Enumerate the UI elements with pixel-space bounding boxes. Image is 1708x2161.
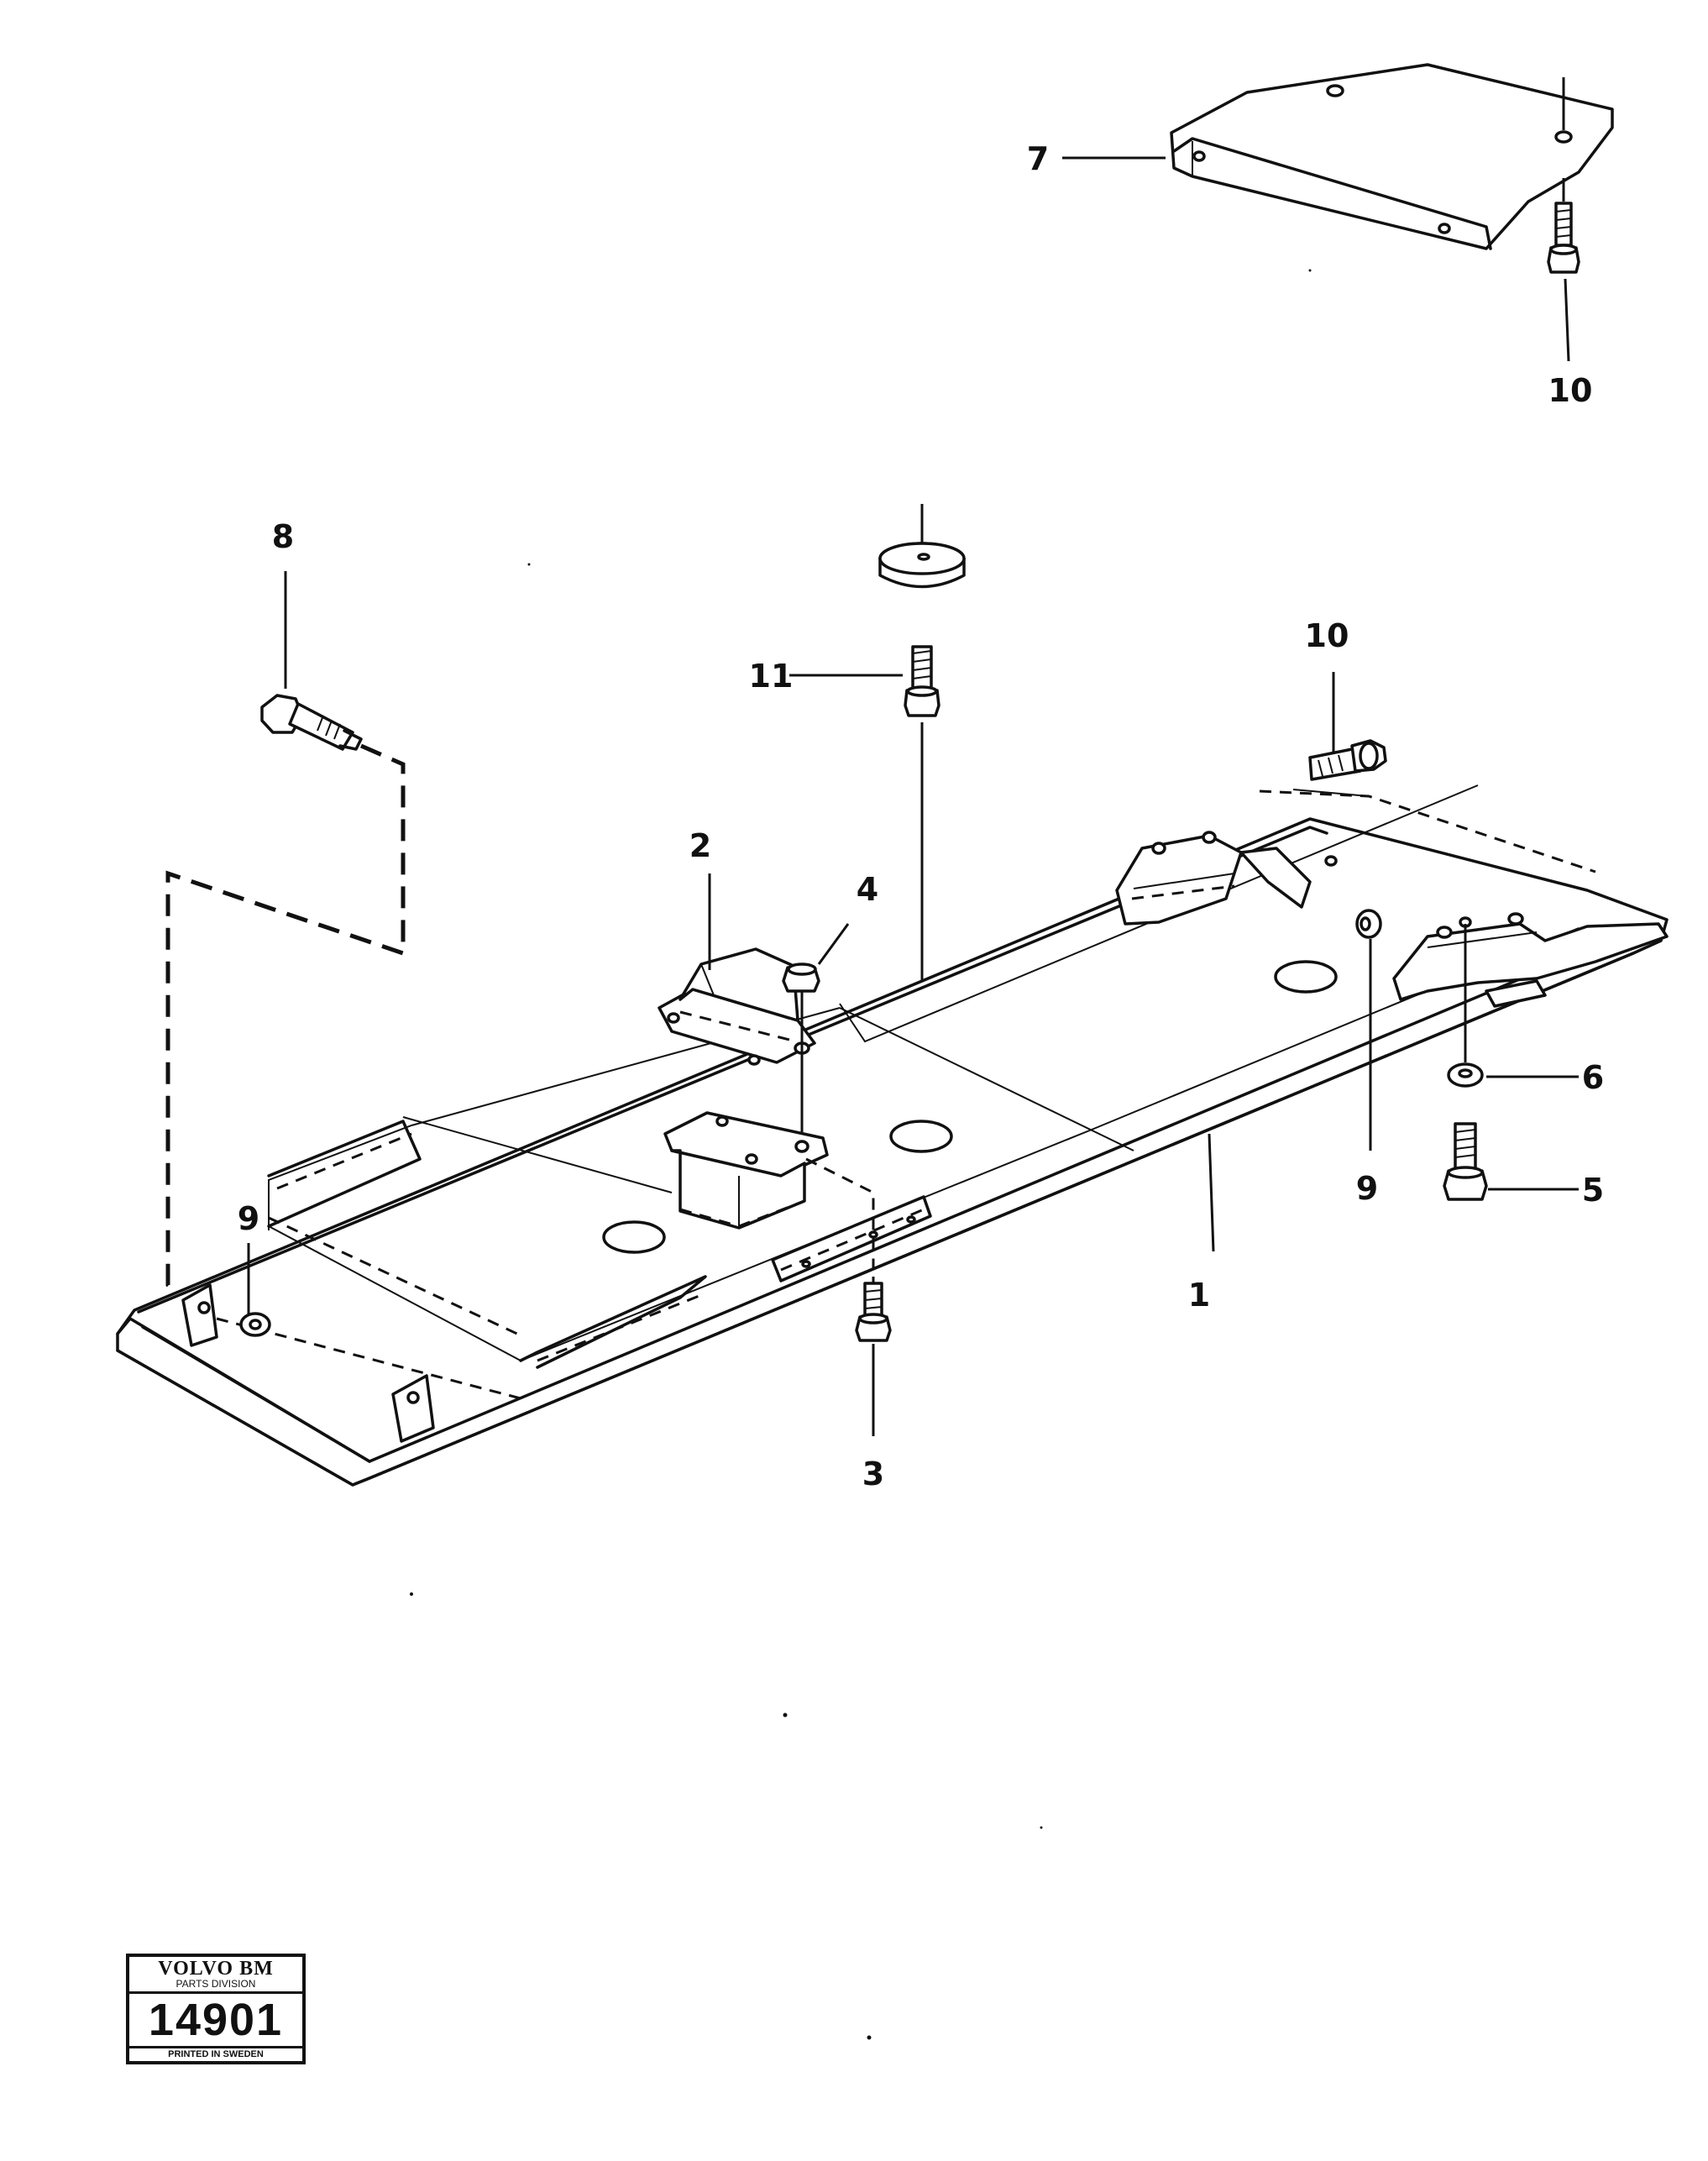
bolt-part-3 bbox=[855, 1277, 892, 1436]
stamp-brand: VOLVO BM bbox=[158, 1958, 274, 1980]
bolt-part-8 bbox=[260, 571, 363, 751]
stamp-number: 14901 bbox=[129, 1994, 302, 2048]
callout-9-left: 9 bbox=[238, 1200, 259, 1237]
callout-5: 5 bbox=[1582, 1172, 1604, 1209]
callout-1: 1 bbox=[1188, 1277, 1210, 1314]
callout-6: 6 bbox=[1582, 1059, 1604, 1096]
callout-7: 7 bbox=[1027, 140, 1049, 177]
stamp-footer: PRINTED IN SWEDEN bbox=[168, 2049, 264, 2059]
callout-3: 3 bbox=[862, 1456, 884, 1492]
callout-2: 2 bbox=[689, 827, 711, 864]
rubber-pad-washer bbox=[878, 504, 966, 589]
bolt-part-11 bbox=[789, 645, 940, 1125]
bolt-part-10-upper bbox=[1547, 178, 1580, 362]
bolt-part-5 bbox=[1443, 1122, 1579, 1201]
callout-8: 8 bbox=[272, 518, 294, 555]
floor-plate-part-1 bbox=[116, 784, 1669, 1487]
callout-10-lower: 10 bbox=[1305, 617, 1349, 654]
washer-part-6 bbox=[1447, 1062, 1579, 1088]
callout-10-upper: 10 bbox=[1548, 372, 1593, 409]
nut-part-4 bbox=[782, 923, 850, 993]
bolt-part-10-lower bbox=[1308, 672, 1387, 781]
stamp-division: PARTS DIVISION bbox=[129, 1979, 302, 1994]
cover-plate-part-7 bbox=[1170, 63, 1614, 250]
callout-11: 11 bbox=[749, 658, 794, 695]
callout-4: 4 bbox=[857, 871, 878, 908]
volvo-bm-stamp: VOLVO BM PARTS DIVISION 14901 PRINTED IN… bbox=[126, 1954, 306, 2064]
callout-9-right: 9 bbox=[1356, 1170, 1378, 1207]
